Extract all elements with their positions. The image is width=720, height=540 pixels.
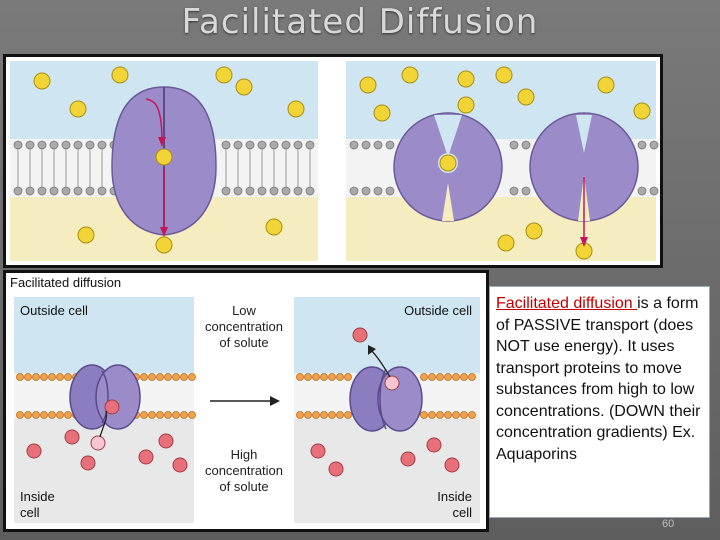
inside-cell-right-line1: Inside bbox=[437, 489, 472, 504]
definition-body: is a form of PASSIVE transport (does NOT… bbox=[496, 295, 701, 463]
outside-cell-left: Outside cell bbox=[20, 303, 88, 318]
slide-title: Facilitated Diffusion bbox=[181, 2, 539, 42]
definition-term: Facilitated diffusion bbox=[496, 295, 638, 312]
definition-text: Facilitated diffusion is a form of PASSI… bbox=[496, 293, 704, 465]
inside-cell-left-line1: Inside bbox=[20, 489, 55, 504]
figure-heading: Facilitated diffusion bbox=[10, 275, 121, 290]
low-label-3: of solute bbox=[219, 335, 268, 350]
bottom-diagram: Facilitated diffusion Outside cell Insid… bbox=[3, 270, 489, 532]
outside-cell-right: Outside cell bbox=[404, 303, 472, 318]
channel-panel-right bbox=[346, 61, 659, 261]
low-label-2: concentration bbox=[205, 319, 283, 334]
high-label-2: concentration bbox=[205, 463, 283, 478]
transport-protein-right bbox=[349, 366, 423, 432]
channel-panel-left bbox=[10, 61, 318, 261]
high-label-3: of solute bbox=[219, 479, 268, 494]
page-number: 60 bbox=[662, 518, 675, 530]
arrow-icon bbox=[210, 396, 280, 406]
high-label-1: High bbox=[231, 447, 258, 462]
inside-cell-right-line2: cell bbox=[452, 505, 472, 520]
definition-textbox: Facilitated diffusion is a form of PASSI… bbox=[489, 286, 710, 518]
inside-cell-left-line2: cell bbox=[20, 505, 40, 520]
top-diagram bbox=[3, 54, 663, 268]
transport-protein-left bbox=[69, 364, 141, 430]
low-label-1: Low bbox=[232, 303, 256, 318]
